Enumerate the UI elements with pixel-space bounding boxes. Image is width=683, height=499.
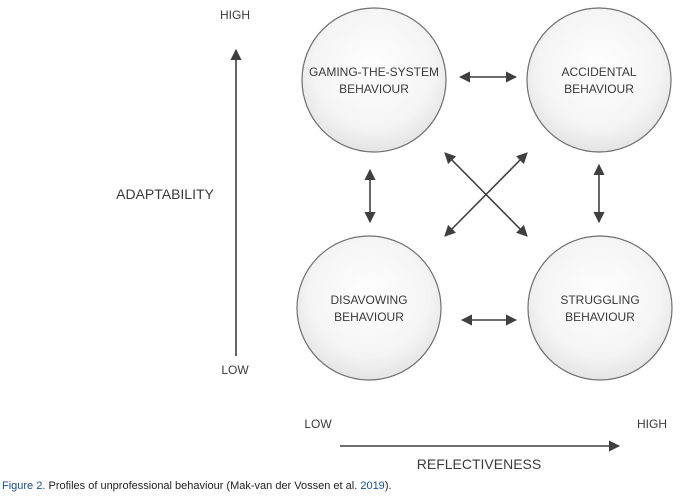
y-axis-low-label: LOW [221,363,249,377]
node-gaming-line1: GAMING-THE-SYSTEM [309,65,439,79]
x-axis-high-label: HIGH [637,417,667,431]
node-accidental-line2: BEHAVIOUR [564,82,634,96]
y-axis-high-label: HIGH [220,8,250,22]
caption-year-link[interactable]: 2019 [360,480,385,492]
x-axis-title: REFLECTIVENESS [417,456,541,472]
figure-label: Figure 2. [2,480,46,492]
x-axis-low-label: LOW [304,417,332,431]
caption-text: Profiles of unprofessional behaviour (Ma… [48,480,361,492]
node-struggling-line1: STRUGGLING [560,293,639,307]
arrow-accidental-disavowing [444,152,528,237]
figure-caption: Figure 2. Profiles of unprofessional beh… [2,480,392,492]
profiles-diagram: HIGH ADAPTABILITY LOW LOW HIGH REFLECTIV… [116,7,673,472]
node-accidental: ACCIDENTAL BEHAVIOUR [526,7,672,153]
node-gaming-line2: BEHAVIOUR [339,82,409,96]
node-accidental-line1: ACCIDENTAL [561,65,636,79]
node-gaming-the-system: GAMING-THE-SYSTEM BEHAVIOUR [301,7,447,153]
y-axis-title: ADAPTABILITY [116,186,214,202]
caption-end: ). [384,480,392,492]
node-struggling-line2: BEHAVIOUR [565,310,635,324]
node-disavowing-line2: BEHAVIOUR [334,310,404,324]
node-disavowing-line1: DISAVOWING [330,293,407,307]
node-disavowing: DISAVOWING BEHAVIOUR [296,235,442,381]
node-struggling: STRUGGLING BEHAVIOUR [527,235,673,381]
